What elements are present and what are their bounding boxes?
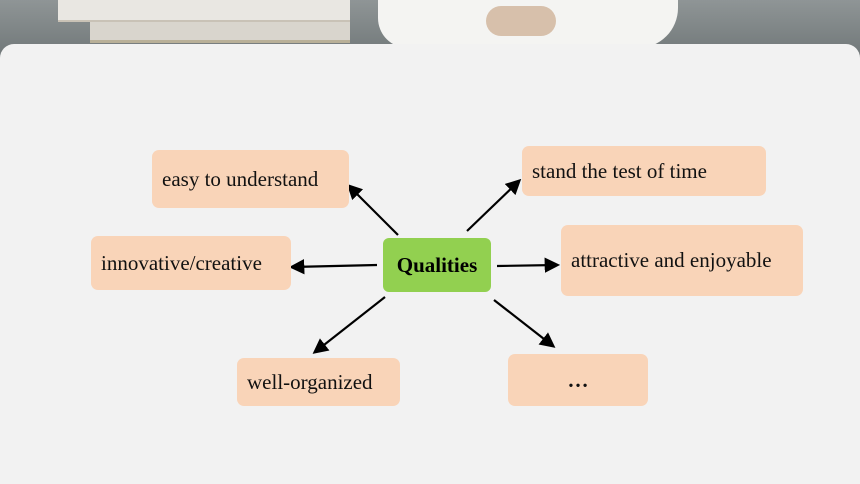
books-image xyxy=(58,0,350,44)
node-label: well-organized xyxy=(247,369,373,394)
arrow-to-more xyxy=(493,299,556,348)
node-innovative-creative: innovative/creative xyxy=(91,236,291,290)
node-label: … xyxy=(567,367,589,392)
arrow-to-innovative xyxy=(288,259,378,275)
arrow-to-attractive xyxy=(496,257,561,273)
node-attractive-and-enjoyable: attractive and enjoyable xyxy=(561,225,803,296)
arrow-to-stand xyxy=(466,178,522,232)
center-node-label: Qualities xyxy=(396,252,478,277)
arrow-to-easy xyxy=(346,183,399,236)
node-label: stand the test of time xyxy=(532,158,707,183)
book-top xyxy=(58,0,350,22)
node-more: … xyxy=(508,354,648,406)
node-label: easy to understand xyxy=(162,166,319,191)
book-bottom xyxy=(90,22,350,43)
arrow-to-organized xyxy=(312,296,386,354)
node-easy-to-understand: easy to understand xyxy=(152,150,349,208)
node-stand-the-test-of-time: stand the test of time xyxy=(522,146,766,196)
node-label: innovative/creative xyxy=(101,250,262,275)
node-well-organized: well-organized xyxy=(237,358,400,406)
center-node-qualities: Qualities xyxy=(383,238,491,292)
node-label: attractive and enjoyable xyxy=(571,248,772,272)
hand-image xyxy=(486,6,556,36)
